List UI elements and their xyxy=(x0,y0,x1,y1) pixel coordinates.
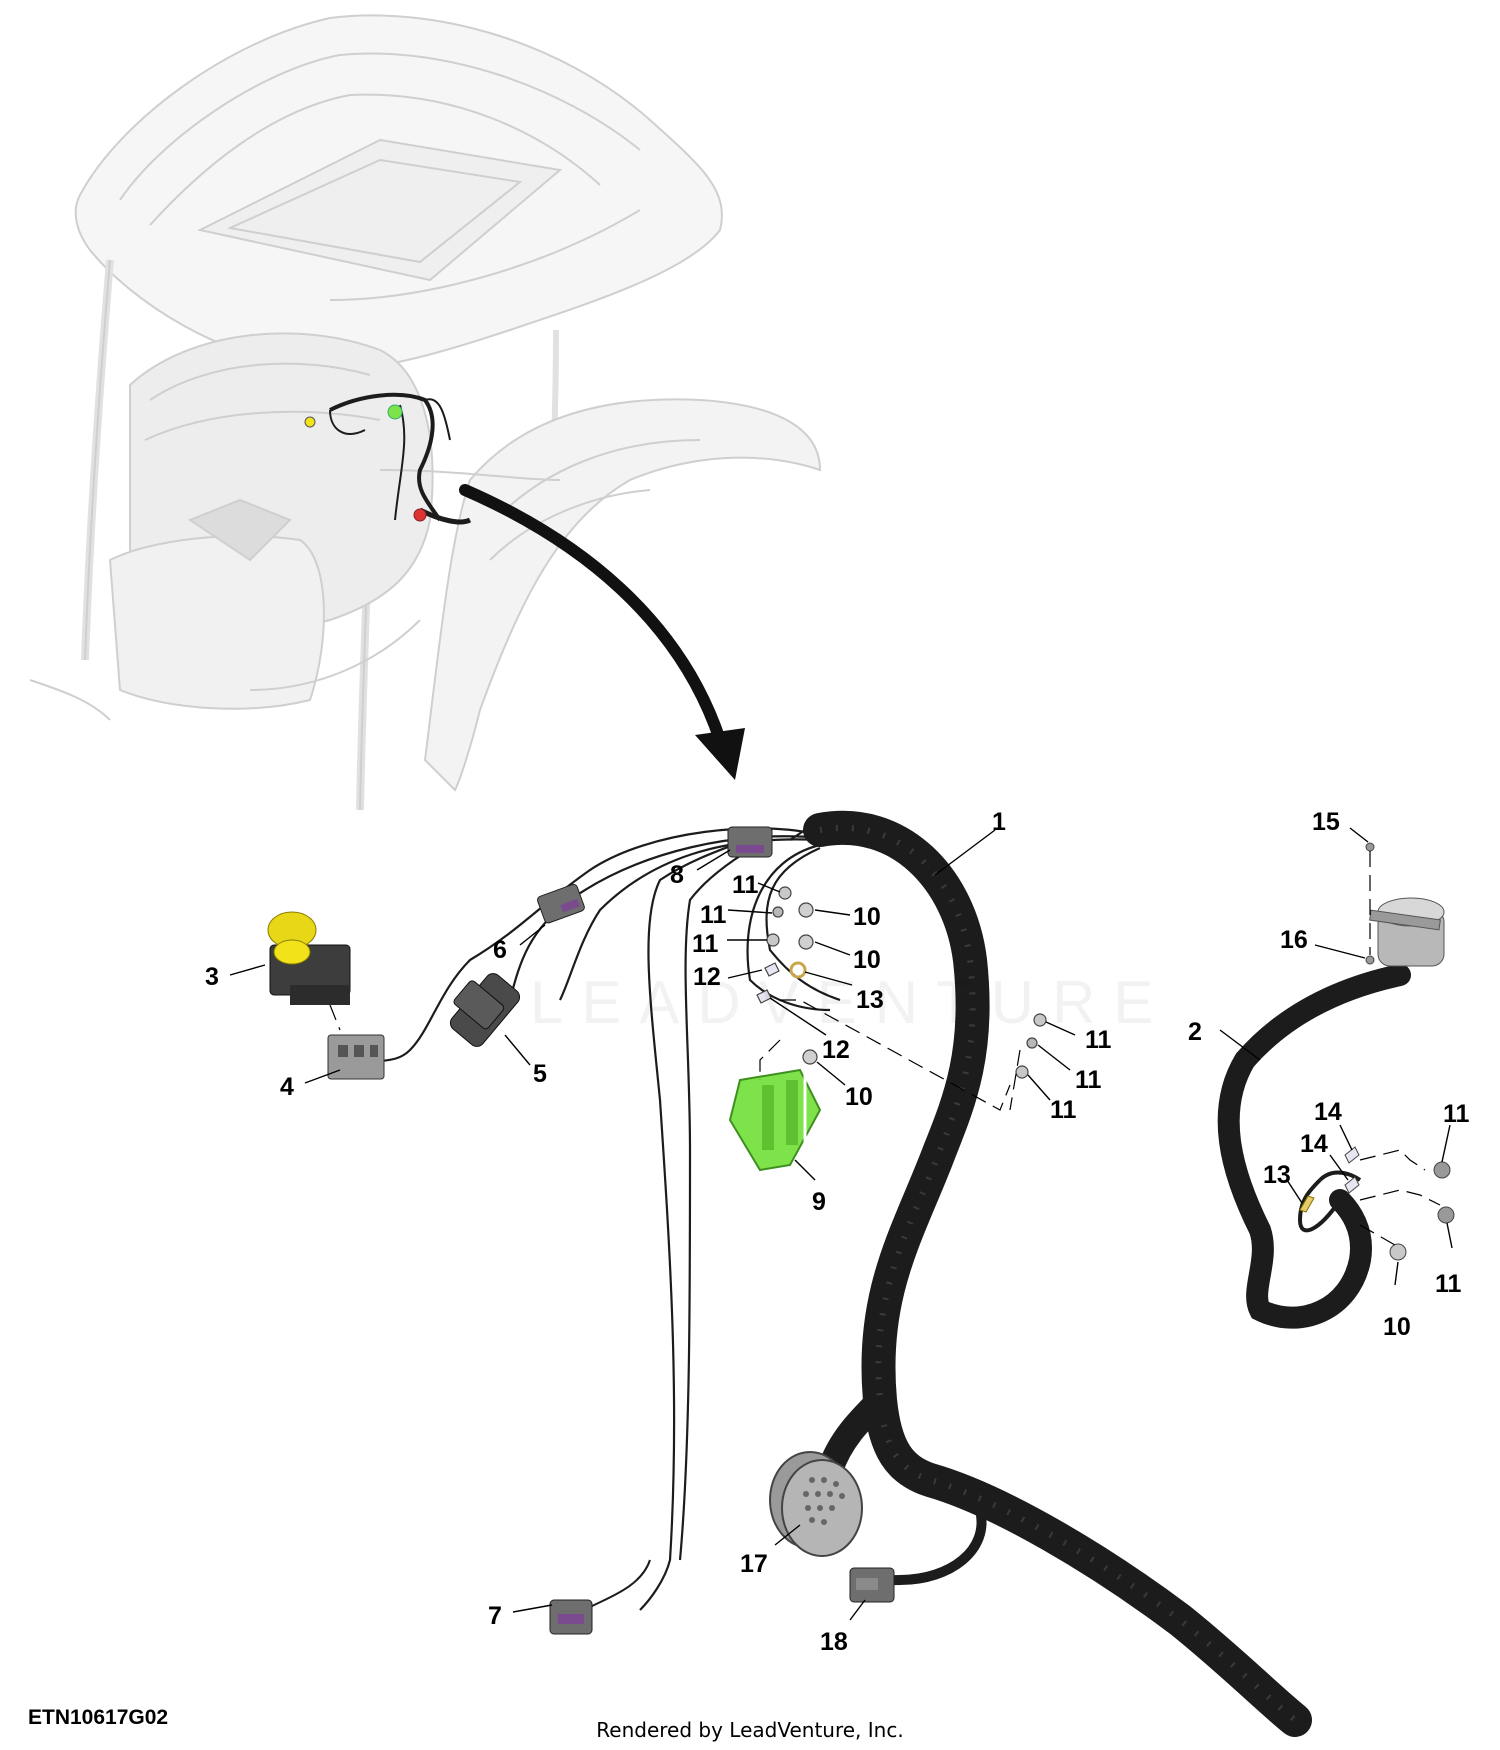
callout-14b: 14 xyxy=(1300,1130,1328,1158)
grommet-9 xyxy=(728,1060,822,1172)
round-connector-17 xyxy=(769,1451,863,1557)
callout-11e: 11 xyxy=(1075,1066,1102,1094)
callout-10c: 10 xyxy=(845,1083,873,1111)
switch-3 xyxy=(267,911,351,1005)
callout-12a: 12 xyxy=(693,963,721,991)
callout-6: 6 xyxy=(493,936,507,964)
callout-17: 17 xyxy=(740,1550,768,1578)
cab-pillar-left xyxy=(81,259,114,661)
callout-18: 18 xyxy=(820,1628,848,1656)
callout-11g: 11 xyxy=(1443,1100,1470,1128)
callout-3: 3 xyxy=(205,963,219,991)
callout-4: 4 xyxy=(280,1073,294,1101)
callout-12b: 12 xyxy=(822,1036,850,1064)
connector-8 xyxy=(727,826,773,858)
callout-13a: 13 xyxy=(856,986,884,1014)
callout-9: 9 xyxy=(812,1188,826,1216)
callout-11f: 11 xyxy=(1050,1096,1077,1124)
callout-13b: 13 xyxy=(1263,1161,1291,1189)
connector-18 xyxy=(849,1567,895,1603)
cab-harness-preview xyxy=(304,392,472,525)
callout-8: 8 xyxy=(670,861,684,889)
fasteners-top xyxy=(756,886,1047,1079)
sub-harness-2 xyxy=(1217,842,1455,1329)
callout-11d: 11 xyxy=(1085,1026,1112,1054)
callout-7: 7 xyxy=(488,1602,502,1630)
connector-5 xyxy=(449,973,521,1047)
detail-arrow xyxy=(459,484,745,780)
callout-11c: 11 xyxy=(692,930,719,958)
callout-15: 15 xyxy=(1312,808,1340,836)
dashed-assembly-lines xyxy=(759,999,1021,1111)
cab-overview xyxy=(29,14,822,811)
callout-11h: 11 xyxy=(1435,1270,1462,1298)
render-credit: Rendered by LeadVenture, Inc. xyxy=(596,1718,904,1742)
callout-2: 2 xyxy=(1188,1018,1202,1046)
cab-console xyxy=(108,535,325,710)
callout-14a: 14 xyxy=(1314,1098,1342,1126)
callout-11a: 11 xyxy=(732,871,759,899)
figure-id: ETN10617G02 xyxy=(28,1706,169,1729)
main-harness xyxy=(371,810,1312,1737)
connector-7 xyxy=(549,1599,593,1635)
callouts: 1 2 3 4 5 6 7 8 9 10 xyxy=(205,808,1470,1656)
callout-1: 1 xyxy=(992,808,1006,836)
callout-11b: 11 xyxy=(700,901,727,929)
callout-10b: 10 xyxy=(853,946,881,974)
callout-10d: 10 xyxy=(1383,1313,1411,1341)
callout-5: 5 xyxy=(533,1060,547,1088)
socket-4 xyxy=(327,1004,385,1080)
callout-10a: 10 xyxy=(853,903,881,931)
connector-6 xyxy=(537,883,585,924)
rear-fender xyxy=(423,398,822,792)
callout-16: 16 xyxy=(1280,926,1308,954)
watermark: LEADVENTURE xyxy=(530,969,1172,1036)
